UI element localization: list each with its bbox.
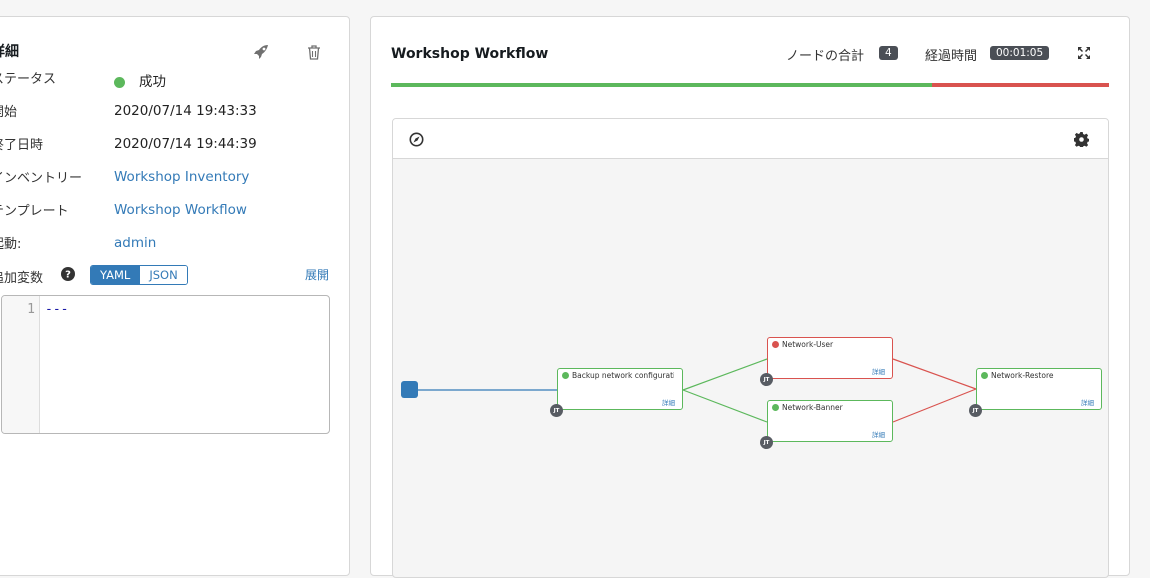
node-label: Network-Banner bbox=[782, 403, 843, 412]
progress-fail-bar bbox=[932, 83, 1109, 87]
json-toggle-button[interactable]: JSON bbox=[139, 266, 187, 284]
line-number: 1 bbox=[27, 302, 35, 317]
rocket-icon[interactable] bbox=[252, 43, 270, 61]
details-title: 詳細 bbox=[0, 44, 19, 60]
launched-by-label: 起動: bbox=[0, 237, 22, 252]
node-status-dot bbox=[772, 404, 779, 411]
node-status-dot bbox=[772, 341, 779, 348]
workflow-panel: Workshop Workflow ノードの合計 4 経過時間 00:01:05… bbox=[370, 16, 1130, 578]
node-details-link[interactable]: 詳細 bbox=[872, 368, 885, 376]
link-backup-user bbox=[682, 358, 768, 391]
workflow-node-network-banner[interactable]: Network-Banner 詳細 bbox=[767, 400, 893, 442]
canvas-toolbar bbox=[393, 119, 1108, 159]
extra-vars-label: 追加変数 bbox=[0, 271, 44, 286]
link-banner-restore bbox=[892, 388, 977, 423]
job-template-badge: JT bbox=[969, 404, 982, 417]
compass-icon[interactable] bbox=[407, 130, 425, 148]
node-details-link[interactable]: 詳細 bbox=[662, 399, 675, 407]
details-panel: 詳細 ステータス 成功 開始 2020/07/14 19:43:33 終了日時 … bbox=[0, 16, 350, 576]
workflow-title: Workshop Workflow bbox=[391, 46, 549, 62]
workflow-canvas[interactable]: Backup network configuratio... 詳細 JT Net… bbox=[392, 118, 1109, 578]
status-value: 成功 bbox=[139, 74, 166, 90]
job-template-badge: JT bbox=[550, 404, 563, 417]
yaml-json-toggle: YAML JSON bbox=[90, 265, 188, 285]
started-label: 開始 bbox=[0, 105, 18, 120]
template-link[interactable]: Workshop Workflow bbox=[114, 202, 247, 218]
inventory-label: インベントリー bbox=[0, 171, 83, 186]
node-details-link[interactable]: 詳細 bbox=[872, 431, 885, 439]
node-status-dot bbox=[562, 372, 569, 379]
svg-text:?: ? bbox=[65, 270, 71, 281]
expand-icon[interactable] bbox=[1075, 44, 1093, 62]
status-label: ステータス bbox=[0, 72, 57, 87]
expand-link[interactable]: 展開 bbox=[305, 268, 330, 282]
node-status-dot bbox=[981, 372, 988, 379]
link-backup-banner bbox=[682, 389, 768, 423]
workflow-links bbox=[418, 358, 977, 423]
finished-label: 終了日時 bbox=[0, 138, 44, 153]
workflow-start-node[interactable] bbox=[401, 381, 418, 398]
total-nodes-label: ノードの合計 bbox=[786, 49, 865, 64]
template-label: テンプレート bbox=[0, 204, 69, 219]
progress-success-bar bbox=[391, 83, 932, 87]
total-nodes-badge: 4 bbox=[879, 46, 898, 60]
node-details-link[interactable]: 詳細 bbox=[1081, 399, 1094, 407]
node-label: Network-User bbox=[782, 340, 834, 349]
workflow-node-network-user[interactable]: Network-User 詳細 bbox=[767, 337, 893, 379]
trash-icon[interactable] bbox=[305, 43, 323, 61]
elapsed-label: 経過時間 bbox=[925, 49, 978, 64]
finished-value: 2020/07/14 19:44:39 bbox=[114, 136, 257, 152]
yaml-toggle-button[interactable]: YAML bbox=[91, 266, 140, 284]
editor-gutter: 1 bbox=[2, 296, 40, 433]
elapsed-badge: 00:01:05 bbox=[990, 46, 1050, 60]
started-value: 2020/07/14 19:43:33 bbox=[114, 103, 257, 119]
gear-icon[interactable] bbox=[1072, 130, 1090, 148]
question-circle-icon[interactable]: ? bbox=[61, 267, 75, 281]
workflow-node-network-restore[interactable]: Network-Restore 詳細 bbox=[976, 368, 1102, 410]
job-template-badge: JT bbox=[760, 373, 773, 386]
workflow-node-backup[interactable]: Backup network configuratio... 詳細 bbox=[557, 368, 683, 410]
status-success-dot bbox=[114, 73, 125, 92]
node-label: Network-Restore bbox=[991, 371, 1054, 380]
node-label: Backup network configuratio... bbox=[572, 371, 674, 380]
inventory-link[interactable]: Workshop Inventory bbox=[114, 169, 250, 185]
job-template-badge: JT bbox=[760, 436, 773, 449]
link-user-restore bbox=[892, 358, 977, 390]
editor-code[interactable]: --- bbox=[45, 302, 69, 317]
launched-by-link[interactable]: admin bbox=[114, 235, 157, 251]
extra-vars-editor[interactable]: 1 --- bbox=[1, 295, 330, 434]
